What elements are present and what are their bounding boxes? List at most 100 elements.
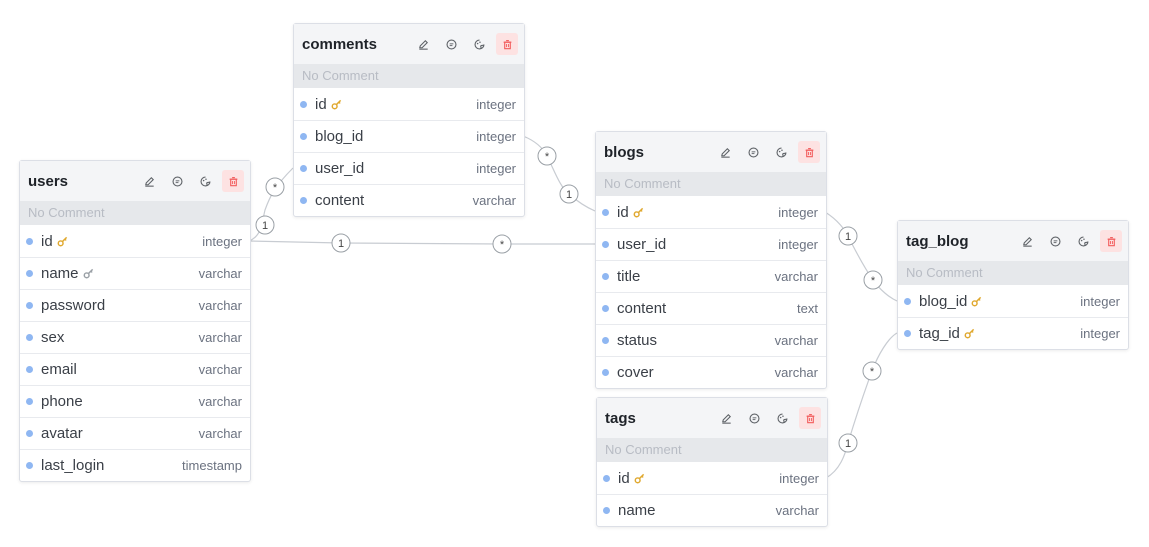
field-handle[interactable]: [26, 270, 33, 277]
field-handle[interactable]: [26, 398, 33, 405]
edit-button[interactable]: [714, 141, 736, 163]
color-button[interactable]: [771, 407, 793, 429]
field-handle[interactable]: [300, 133, 307, 140]
edit-icon: [143, 175, 156, 188]
table-comment[interactable]: No Comment: [20, 201, 250, 225]
field-handle[interactable]: [904, 330, 911, 337]
field-handle[interactable]: [904, 297, 911, 305]
table-comment[interactable]: No Comment: [898, 261, 1128, 285]
color-button[interactable]: [194, 170, 216, 192]
comment-button[interactable]: [166, 170, 188, 192]
delete-button[interactable]: [496, 33, 518, 55]
edit-icon: [1021, 235, 1034, 248]
field-handle[interactable]: [602, 241, 609, 248]
comment-button[interactable]: [440, 33, 462, 55]
field-type: integer: [476, 129, 516, 144]
delete-button[interactable]: [1100, 230, 1122, 252]
color-button[interactable]: [1072, 230, 1094, 252]
edit-button[interactable]: [412, 33, 434, 55]
field-name: user_id: [617, 236, 667, 253]
table-header[interactable]: comments: [294, 24, 524, 64]
trash-icon: [227, 175, 240, 188]
table-comment[interactable]: No Comment: [596, 172, 826, 196]
field-handle[interactable]: [300, 197, 307, 204]
field-name: password: [41, 297, 106, 314]
svg-text:*: *: [871, 275, 876, 287]
table-actions: [715, 407, 821, 429]
field-handle[interactable]: [26, 366, 33, 373]
field-type: varchar: [774, 333, 818, 348]
field-handle[interactable]: [26, 462, 33, 469]
color-button[interactable]: [468, 33, 490, 55]
field-handle[interactable]: [602, 305, 609, 312]
field-handle[interactable]: [602, 273, 609, 280]
table-header[interactable]: blogs: [596, 132, 826, 172]
field-name: content: [617, 300, 667, 317]
field-handle[interactable]: [300, 165, 307, 172]
table-comment[interactable]: No Comment: [597, 438, 827, 462]
field-handle[interactable]: [602, 369, 609, 376]
edit-button[interactable]: [715, 407, 737, 429]
trash-icon: [804, 412, 817, 425]
field-name: email: [41, 361, 77, 378]
color-button[interactable]: [770, 141, 792, 163]
field-row[interactable]: user_id integer: [596, 228, 826, 260]
field-handle[interactable]: [603, 507, 610, 514]
field-handle[interactable]: [300, 100, 307, 108]
field-type: integer: [778, 237, 818, 252]
delete-button[interactable]: [222, 170, 244, 192]
palette-icon: [1077, 235, 1090, 248]
table-header[interactable]: users: [20, 161, 250, 201]
field-handle[interactable]: [26, 430, 33, 437]
edit-button[interactable]: [1016, 230, 1038, 252]
comment-button[interactable]: [743, 407, 765, 429]
key-icon: [57, 236, 68, 247]
field-name: id: [618, 469, 630, 487]
delete-button[interactable]: [798, 141, 820, 163]
table-header[interactable]: tags: [597, 398, 827, 438]
field-handle[interactable]: [26, 302, 33, 309]
delete-button[interactable]: [799, 407, 821, 429]
field-name: content: [315, 192, 365, 209]
edit-button[interactable]: [138, 170, 160, 192]
comment-button[interactable]: [1044, 230, 1066, 252]
field-name: id: [41, 232, 53, 250]
field-handle[interactable]: [602, 208, 609, 216]
comment-icon: [748, 412, 761, 425]
field-handle[interactable]: [602, 337, 609, 344]
comment-button[interactable]: [742, 141, 764, 163]
table-header[interactable]: tag_blog: [898, 221, 1128, 261]
field-handle[interactable]: [26, 334, 33, 341]
key-icon: [83, 268, 94, 279]
field-handle[interactable]: [603, 474, 610, 482]
table-comment[interactable]: No Comment: [294, 64, 524, 88]
field-handle[interactable]: [26, 237, 33, 245]
